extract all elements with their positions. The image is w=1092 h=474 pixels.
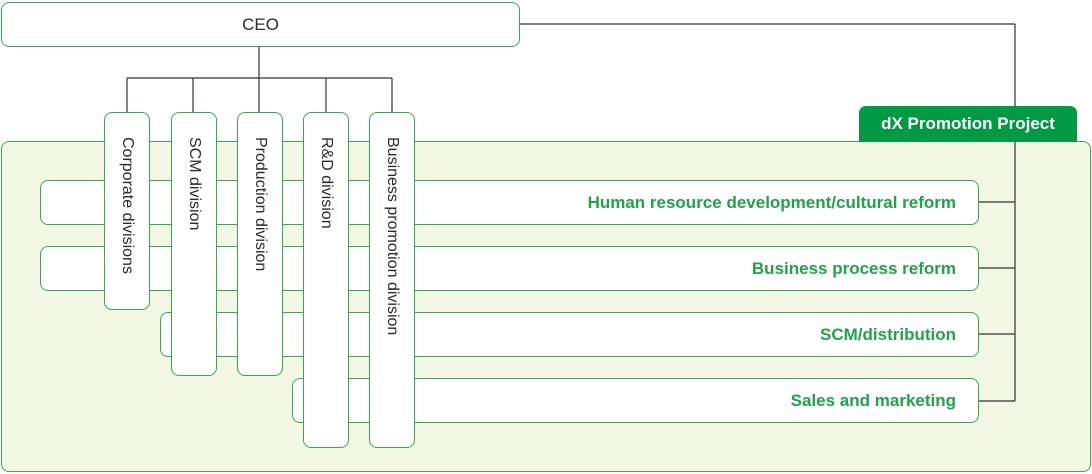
division-label: SCM division <box>186 137 203 231</box>
division-production: Production division <box>237 112 283 376</box>
division-rnd: R&D division <box>303 112 349 448</box>
theme-label: Human resource development/cultural refo… <box>587 192 956 212</box>
division-scm: SCM division <box>171 112 217 376</box>
theme-label: Sales and marketing <box>790 390 956 410</box>
ceo-box: CEO <box>1 2 520 47</box>
division-corporate: Corporate divisions <box>104 112 150 310</box>
division-business-promotion: Business promotion division <box>369 112 415 448</box>
theme-box-scm: SCM/distribution <box>160 312 979 357</box>
division-label: R&D division <box>318 137 335 229</box>
ceo-label: CEO <box>242 14 279 34</box>
theme-label: Business process reform <box>751 258 956 278</box>
project-label: dX Promotion Project <box>881 114 1055 133</box>
division-label: Production division <box>252 137 269 272</box>
project-tag: dX Promotion Project <box>859 106 1077 142</box>
division-label: Corporate divisions <box>119 137 136 274</box>
division-label: Business promotion division <box>384 137 401 336</box>
theme-label: SCM/distribution <box>820 324 956 344</box>
